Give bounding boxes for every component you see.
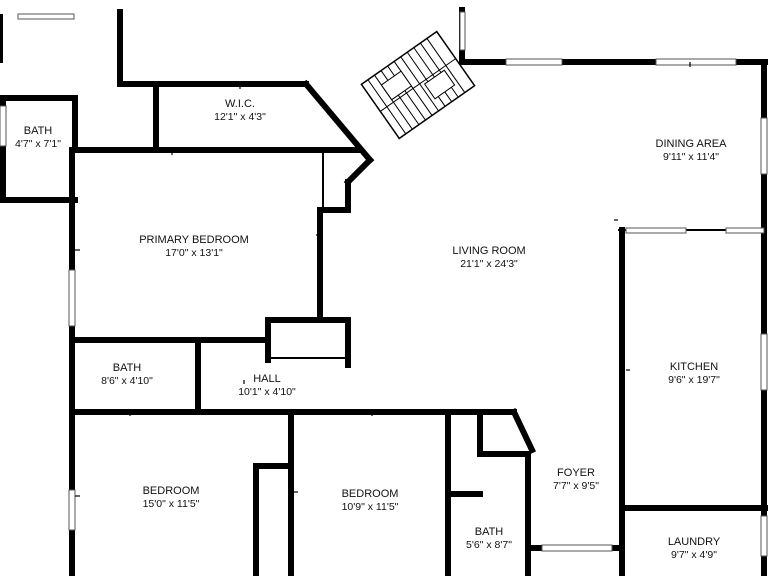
room-foyer: FOYER 7'7" x 9'5" <box>553 467 599 492</box>
room-size: 9'7" x 4'9" <box>671 549 717 561</box>
room-hall: HALL 10'1" x 4'10" <box>238 373 296 398</box>
room-size: 4'7" x 7'1" <box>15 138 61 150</box>
room-size: 17'0" x 13'1" <box>165 247 223 259</box>
room-kitchen: KITCHEN 9'6" x 19'7" <box>668 361 720 386</box>
room-size: 9'6" x 19'7" <box>668 374 720 386</box>
room-bath-nw: BATH 4'7" x 7'1" <box>15 125 61 150</box>
room-size: 15'0" x 11'5" <box>143 498 200 510</box>
room-bedroom-s: BEDROOM 10'9" x 11'5" <box>342 488 399 513</box>
room-name: KITCHEN <box>670 361 718 373</box>
room-primary-bedroom: PRIMARY BEDROOM 17'0" x 13'1" <box>139 234 249 259</box>
room-dining: DINING AREA 9'11" x 11'4" <box>656 138 728 163</box>
room-size: 5'6" x 8'7" <box>466 539 512 551</box>
walls <box>0 7 768 576</box>
room-name: BATH <box>24 125 53 137</box>
room-name: W.I.C. <box>225 98 255 110</box>
room-living: LIVING ROOM 21'1" x 24'3" <box>452 245 525 270</box>
room-bath-s: BATH 5'6" x 8'7" <box>466 526 512 551</box>
room-size: 8'6" x 4'10" <box>101 375 153 387</box>
room-name: LIVING ROOM <box>452 245 525 257</box>
room-name: FOYER <box>557 467 595 479</box>
room-name: PRIMARY BEDROOM <box>139 234 249 246</box>
room-wic: W.I.C. 12'1" x 4'3" <box>214 98 266 123</box>
room-name: HALL <box>253 373 281 385</box>
room-laundry: LAUNDRY 9'7" x 4'9" <box>668 536 721 561</box>
room-size: 21'1" x 24'3" <box>460 258 518 270</box>
room-size: 12'1" x 4'3" <box>214 111 266 123</box>
room-size: 7'7" x 9'5" <box>553 480 599 492</box>
stair-fireplace <box>360 30 476 140</box>
windows <box>0 11 768 557</box>
room-bath-mid: BATH 8'6" x 4'10" <box>101 362 153 387</box>
room-name: BATH <box>113 362 142 374</box>
thin-lines <box>257 150 766 576</box>
room-size: 9'11" x 11'4" <box>663 151 719 163</box>
room-size: 10'1" x 4'10" <box>238 386 296 398</box>
room-name: BEDROOM <box>342 488 399 500</box>
room-size: 10'9" x 11'5" <box>342 501 399 513</box>
room-bedroom-sw: BEDROOM 15'0" x 11'5" <box>143 485 200 510</box>
room-name: BEDROOM <box>143 485 200 497</box>
room-name: DINING AREA <box>656 138 728 150</box>
room-name: BATH <box>475 526 504 538</box>
dimension-ticks <box>75 62 691 497</box>
room-labels: BATH 4'7" x 7'1" W.I.C. 12'1" x 4'3" PRI… <box>15 98 727 561</box>
room-name: LAUNDRY <box>668 536 721 548</box>
